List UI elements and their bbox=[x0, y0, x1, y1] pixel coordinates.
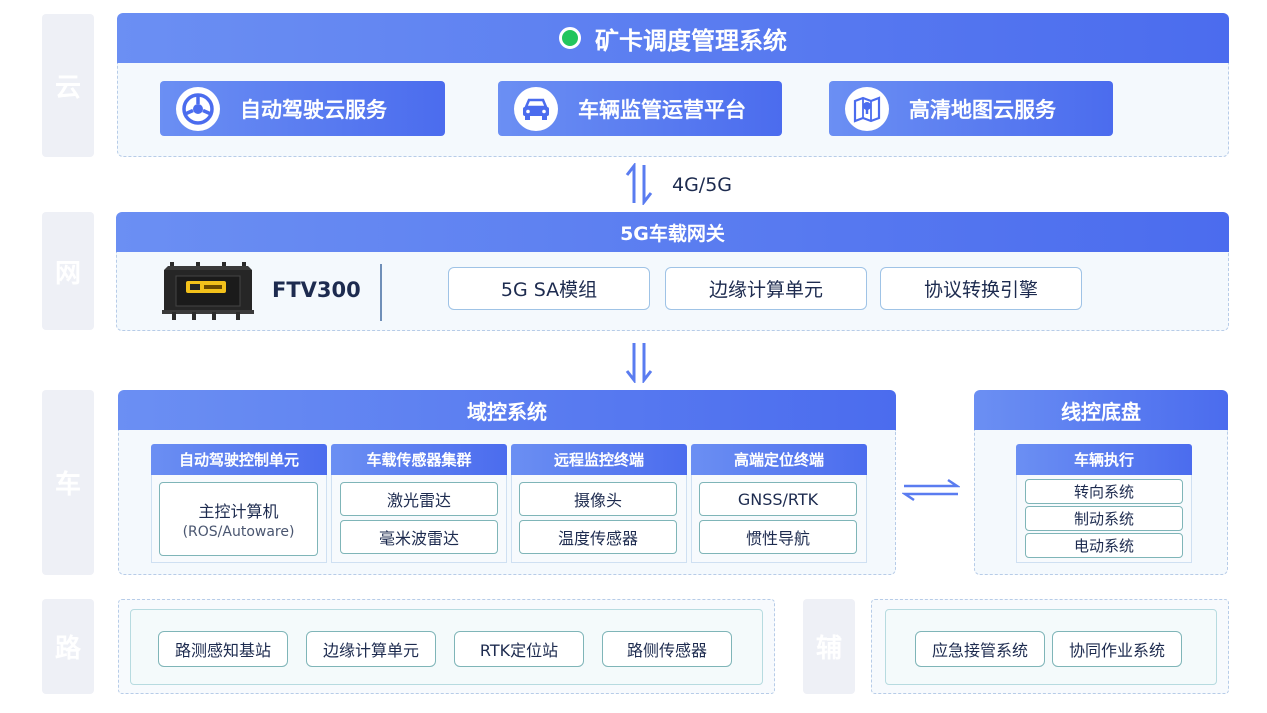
roadside-sensor: 路侧传感器 bbox=[602, 631, 732, 667]
module-edge-compute: 边缘计算单元 bbox=[665, 267, 867, 310]
layer-label-network: 网 bbox=[42, 212, 94, 330]
service-vehicle-platform: 车辆监管运营平台 bbox=[498, 81, 782, 136]
vehicle-exec-title: 车辆执行 bbox=[1016, 444, 1192, 475]
cell-sublabel: (ROS/Autoware) bbox=[182, 524, 295, 540]
temperature-sensor: 温度传感器 bbox=[519, 520, 677, 554]
main-computer: 主控计算机 (ROS/Autoware) bbox=[159, 482, 318, 556]
network-title: 5G车载网关 bbox=[116, 212, 1229, 252]
service-hd-map: 高清地图云服务 bbox=[829, 81, 1113, 136]
steering-wheel-icon bbox=[176, 86, 220, 131]
cell-label: 主控计算机 bbox=[198, 502, 279, 521]
module-protocol-engine: 协议转换引擎 bbox=[880, 267, 1082, 310]
service-label: 高清地图云服务 bbox=[909, 97, 1056, 122]
layer-label-vehicle: 车 bbox=[42, 390, 94, 575]
map-icon bbox=[845, 86, 889, 131]
steering-system: 转向系统 bbox=[1025, 479, 1183, 504]
column-autodrive-unit: 自动驾驶控制单元 bbox=[151, 444, 327, 475]
status-dot bbox=[559, 27, 581, 49]
layer-label-aux: 辅 bbox=[803, 599, 855, 694]
road-edge-compute: 边缘计算单元 bbox=[306, 631, 436, 667]
service-autodrive-cloud: 自动驾驶云服务 bbox=[160, 81, 445, 136]
service-label: 车辆监管运营平台 bbox=[578, 97, 746, 122]
layer-label-road: 路 bbox=[42, 599, 94, 694]
domain-title: 域控系统 bbox=[118, 390, 896, 430]
gateway-model: FTV300 bbox=[272, 278, 361, 302]
mmwave-radar: 毫米波雷达 bbox=[340, 520, 498, 554]
emergency-takeover: 应急接管系统 bbox=[915, 631, 1045, 667]
gateway-device-image bbox=[162, 262, 254, 320]
bidirectional-arrow-icon bbox=[624, 161, 654, 207]
layer-label-cloud: 云 bbox=[42, 14, 94, 157]
column-positioning: 高端定位终端 bbox=[691, 444, 867, 475]
cloud-title: 矿卡调度管理系统 bbox=[595, 26, 787, 55]
column-sensor-cluster: 车载传感器集群 bbox=[331, 444, 507, 475]
divider bbox=[380, 264, 382, 321]
rtk-station: RTK定位站 bbox=[454, 631, 584, 667]
cloud-title-bar: 矿卡调度管理系统 bbox=[117, 13, 1229, 63]
column-remote-monitor: 远程监控终端 bbox=[511, 444, 687, 475]
lidar: 激光雷达 bbox=[340, 482, 498, 516]
exchange-arrow-icon bbox=[900, 478, 962, 502]
down-arrow-icon bbox=[624, 341, 654, 385]
electric-system: 电动系统 bbox=[1025, 533, 1183, 558]
module-5g-sa: 5G SA模组 bbox=[448, 267, 650, 310]
service-label: 自动驾驶云服务 bbox=[240, 97, 387, 122]
braking-system: 制动系统 bbox=[1025, 506, 1183, 531]
inertial-navigation: 惯性导航 bbox=[699, 520, 857, 554]
chassis-title: 线控底盘 bbox=[974, 390, 1228, 430]
link-label: 4G/5G bbox=[672, 174, 733, 196]
car-icon bbox=[514, 86, 558, 131]
collaborative-operation: 协同作业系统 bbox=[1052, 631, 1182, 667]
camera: 摄像头 bbox=[519, 482, 677, 516]
road-sensing-station: 路测感知基站 bbox=[158, 631, 288, 667]
gnss-rtk: GNSS/RTK bbox=[699, 482, 857, 516]
